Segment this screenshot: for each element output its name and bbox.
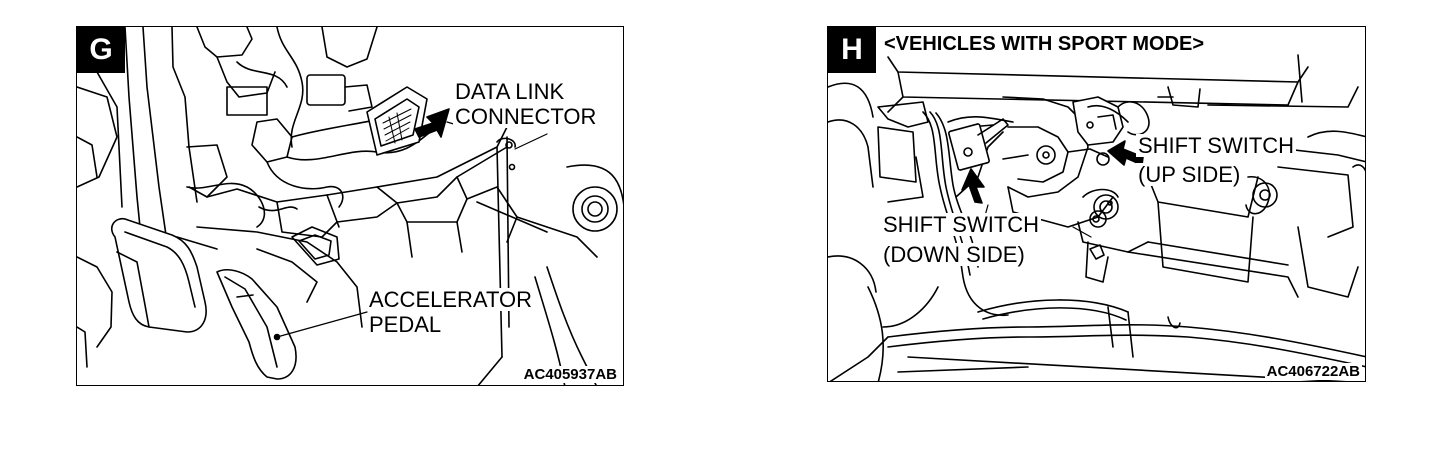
accelerator-pedal-label-line1: ACCELERATOR [367, 287, 535, 312]
shift-switch-up-label-line2: (UP SIDE) [1136, 162, 1243, 187]
data-link-connector-label-line2: CONNECTOR [453, 104, 599, 129]
panel-h-shift-switch: H <VEHICLES WITH SPORT MODE> SHIFT SWITC… [827, 26, 1366, 382]
figure-code: AC405937AB [521, 366, 619, 383]
accelerator-pedal-label-line2: PEDAL [367, 312, 444, 337]
shift-switch-down-label-line1: SHIFT SWITCH [881, 212, 1042, 237]
panel-g-data-link-connector: G DATA LINK CONNECTOR ACCELERATOR PEDAL … [76, 26, 624, 386]
data-link-connector-label-line1: DATA LINK [453, 79, 567, 104]
shift-switch-down-label-line2: (DOWN SIDE) [881, 242, 1027, 267]
panel-g-badge: G [77, 27, 125, 73]
shift-switch-up-label-line1: SHIFT SWITCH [1136, 133, 1297, 158]
panel-g-illustration [77, 27, 623, 385]
panel-h-illustration [828, 54, 1365, 381]
figure-code: AC406722AB [1264, 363, 1362, 380]
panel-h-badge: H [828, 27, 876, 73]
vehicles-sport-mode-header: <VEHICLES WITH SPORT MODE> [884, 33, 1205, 55]
